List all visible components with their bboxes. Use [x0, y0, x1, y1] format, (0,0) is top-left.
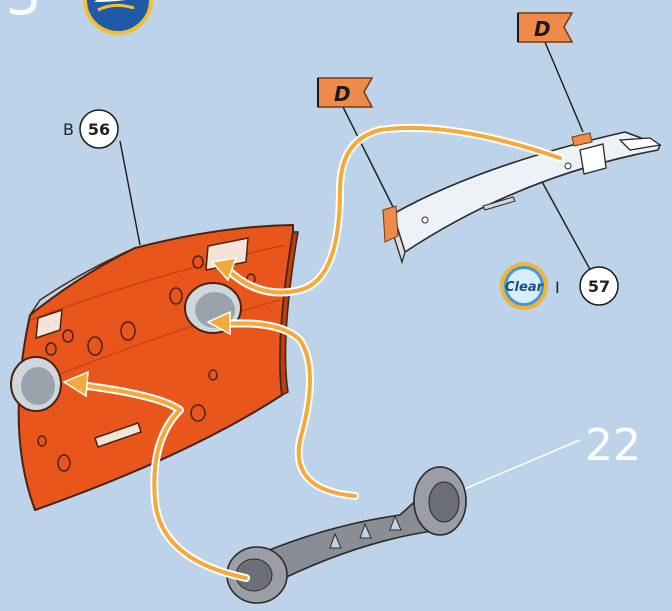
- flag-right: D: [518, 13, 572, 42]
- step-22-leader: [455, 440, 580, 493]
- part-label-b: B 56: [63, 110, 118, 148]
- step-number-partial: 23: [0, 0, 41, 28]
- clear-bar-part: [383, 132, 660, 262]
- flag-left: D: [318, 78, 372, 107]
- clear-badge: Clear: [500, 262, 548, 310]
- flag-left-label: D: [334, 82, 351, 106]
- part-i-number: 57: [588, 277, 610, 296]
- part-b-number: 56: [88, 120, 110, 139]
- part-i-letter: I: [555, 278, 560, 297]
- callout-step-number: 22: [585, 420, 641, 471]
- grey-bar-part: [227, 467, 466, 603]
- clear-badge-text: Clear: [505, 280, 545, 295]
- flag-right-label: D: [534, 17, 551, 41]
- step-header: 23: [0, 0, 151, 33]
- part-b-letter: B: [63, 120, 74, 139]
- brand-logo-icon: [85, 0, 151, 33]
- part-label-i: Clear I 57: [500, 262, 618, 310]
